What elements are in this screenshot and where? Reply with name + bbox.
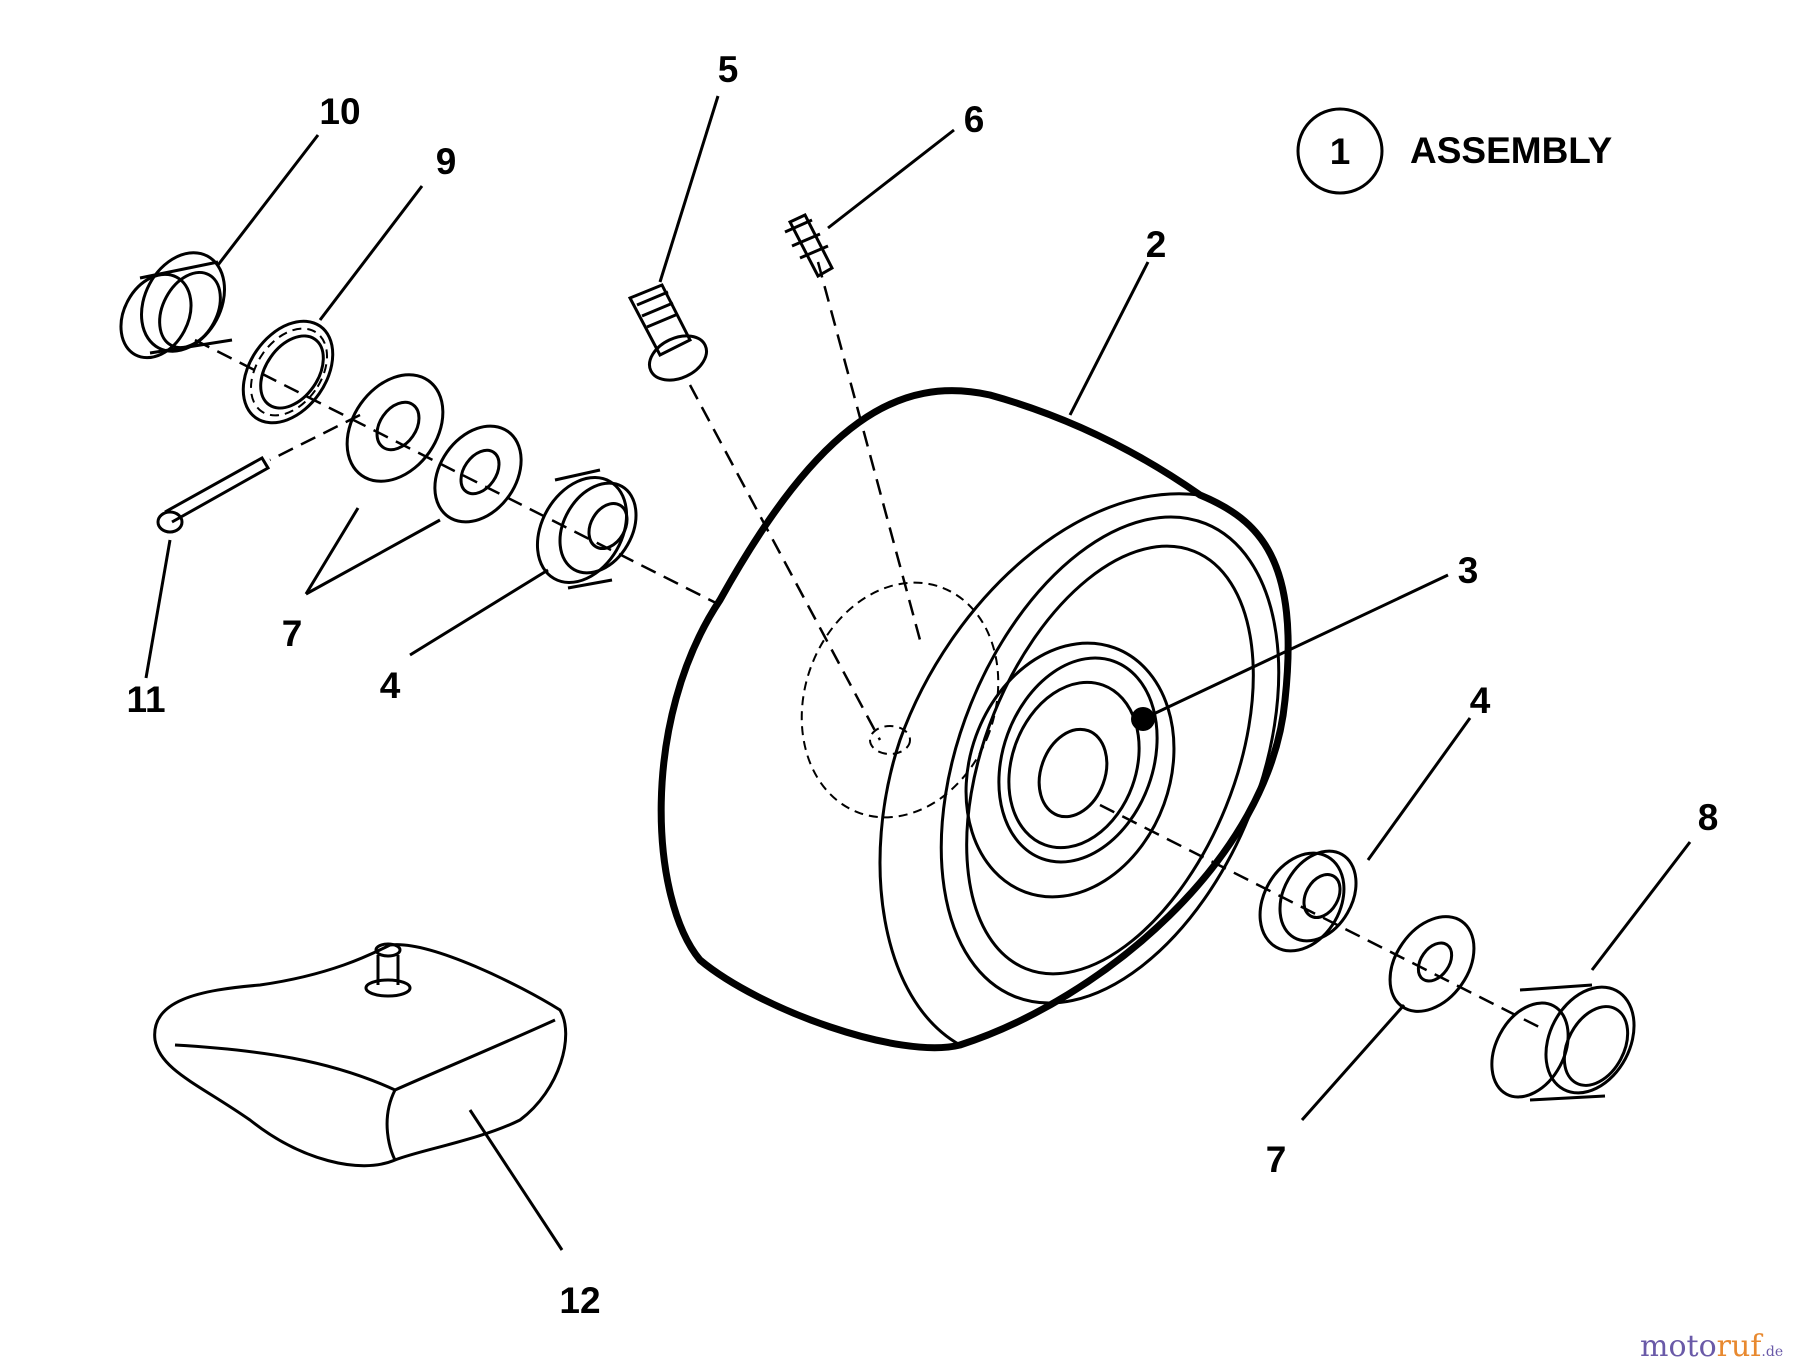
watermark-part-2: ruf <box>1717 1329 1764 1364</box>
grease-fitting-part-6 <box>784 213 834 279</box>
legend-symbol-number: 1 <box>1330 131 1351 172</box>
watermark-part-1: moto <box>1640 1329 1717 1364</box>
callout-12: 12 <box>559 1280 600 1321</box>
callout-4-right: 4 <box>1470 680 1491 721</box>
callout-4-left: 4 <box>380 665 401 706</box>
svg-text:motoruf.de: motoruf.de <box>1640 1329 1783 1364</box>
callout-7-left: 7 <box>282 613 303 654</box>
spacer-cap-part-10 <box>119 251 233 360</box>
callout-10: 10 <box>319 91 360 132</box>
motoruf-watermark: motoruf.de <box>1640 1329 1783 1364</box>
axle-center-lines <box>194 261 1546 1032</box>
inner-tube-part-12 <box>153 942 568 1168</box>
callout-2: 2 <box>1146 224 1167 265</box>
tire-part-2 <box>657 387 1292 1052</box>
hub-callout-dot-icon <box>1131 707 1155 731</box>
flange-bearing-part-4-left <box>535 468 638 590</box>
cotter-pin-part-11 <box>156 455 271 534</box>
watermark-part-3: .de <box>1761 1344 1783 1360</box>
washer-part-7-left-a <box>345 373 445 483</box>
legend-label: ASSEMBLY <box>1410 130 1613 171</box>
wheel-hub-part-3 <box>800 581 1176 899</box>
legend-circle-icon <box>1296 107 1384 195</box>
spacer-cap-part-8 <box>1490 983 1636 1102</box>
valve-bolt-part-5 <box>627 283 708 382</box>
callout-9: 9 <box>436 141 457 182</box>
callout-11: 11 <box>126 679 165 720</box>
washer-part-7-right <box>1388 915 1476 1013</box>
callout-labels: 2 3 4 4 5 6 7 7 8 9 10 11 12 <box>126 49 1718 1321</box>
callout-6: 6 <box>964 99 985 140</box>
washer-part-7-left-b <box>433 424 523 524</box>
callout-8: 8 <box>1698 797 1719 838</box>
callout-7-right: 7 <box>1266 1139 1287 1180</box>
callout-5: 5 <box>718 49 739 90</box>
leader-lines <box>144 95 1692 1251</box>
assembly-legend: 1 ASSEMBLY <box>1296 107 1613 195</box>
flange-bearing-part-4-right <box>1258 849 1358 953</box>
callout-3: 3 <box>1458 550 1479 591</box>
bearing-seal-part-9 <box>241 319 335 425</box>
